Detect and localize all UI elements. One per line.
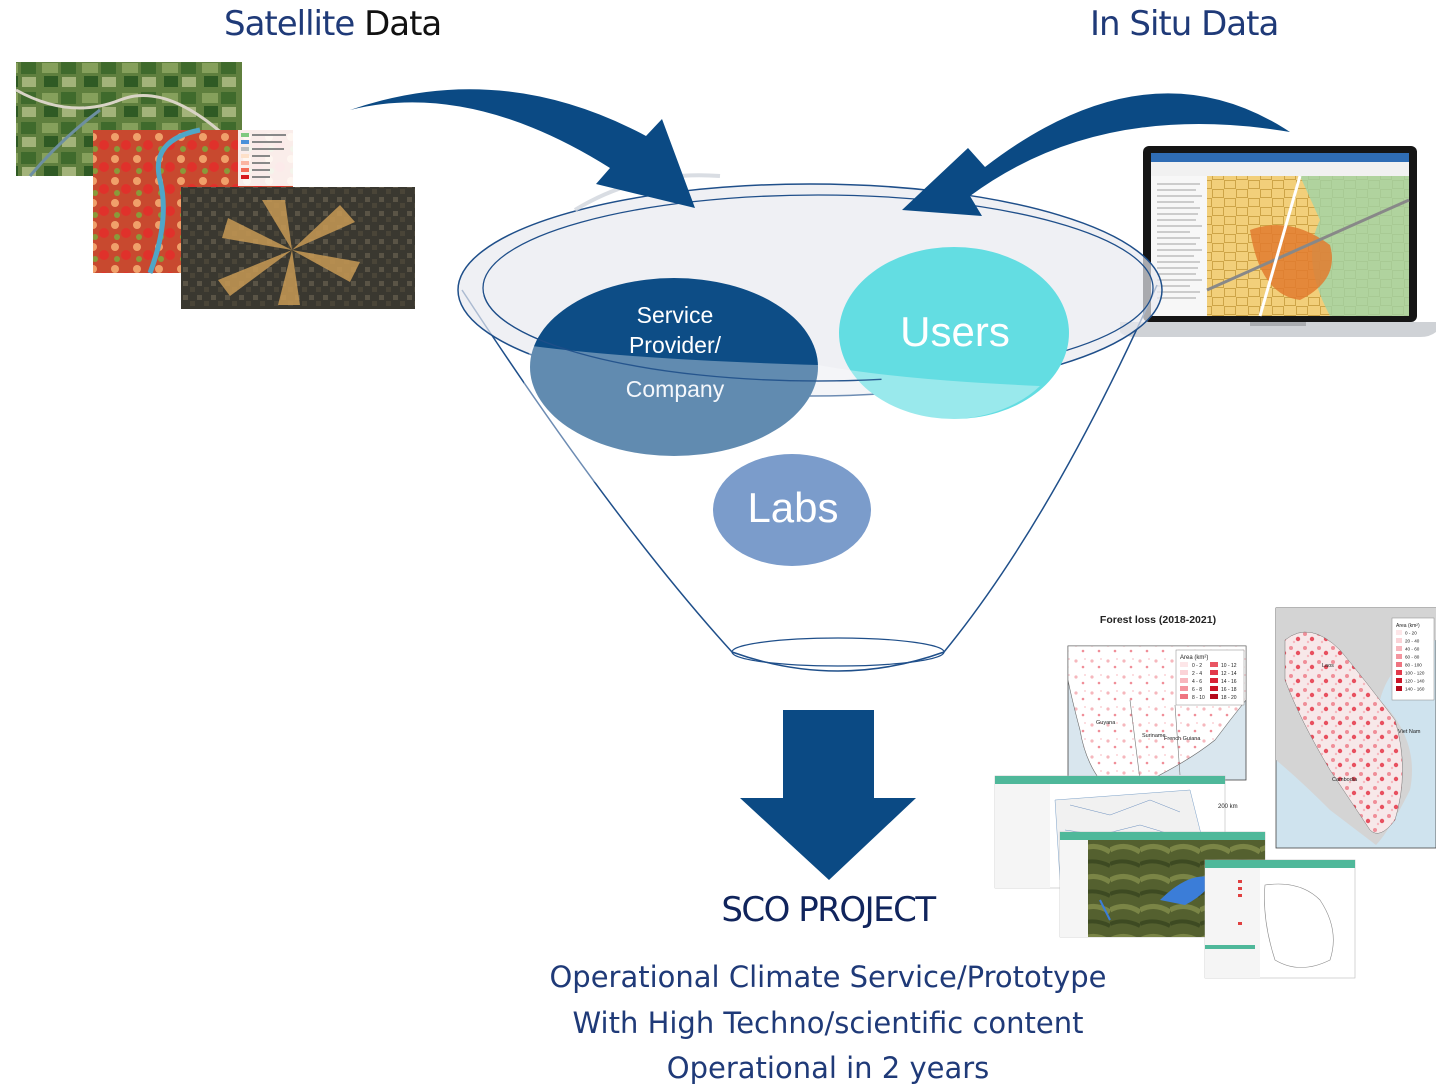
description-line-2: With High Techno/scientific content bbox=[572, 1006, 1084, 1040]
service-provider-bubble bbox=[530, 278, 818, 456]
forest-legend-label-r5: 18 - 20 bbox=[1221, 695, 1237, 701]
service-provider-line2: Provider/ bbox=[628, 332, 722, 358]
laptop-base bbox=[1120, 322, 1436, 337]
forest-legend-label-r3: 14 - 16 bbox=[1221, 679, 1237, 685]
satellite-arrow bbox=[350, 89, 695, 208]
service-provider-label: Service Provider/ Company bbox=[580, 300, 770, 404]
laos-legend-label-2: 20 - 40 bbox=[1405, 639, 1420, 644]
laos-legend-label-4: 60 - 80 bbox=[1405, 655, 1420, 660]
heat-map-legend bbox=[238, 130, 293, 186]
laos-legend-label-5: 80 - 100 bbox=[1405, 663, 1422, 668]
description-line-1: Operational Climate Service/Prototype bbox=[549, 960, 1107, 994]
laos-legend-label-3: 40 - 60 bbox=[1405, 647, 1420, 652]
forest-legend-label-r1: 10 - 12 bbox=[1221, 663, 1237, 669]
service-provider-line3: Company bbox=[625, 376, 725, 402]
laos-legend-label-1: 0 - 20 bbox=[1405, 631, 1417, 636]
down-arrow bbox=[740, 710, 916, 880]
city-image bbox=[181, 187, 415, 309]
web-app-screenshots: 200 km bbox=[994, 775, 1356, 979]
forest-legend-label-l3: 4 - 6 bbox=[1192, 679, 1202, 685]
laos-vietnam-map: Area (km²) 0 - 20 20 - 40 40 - 60 60 - 8… bbox=[1275, 607, 1436, 849]
forest-legend-label-r4: 16 - 18 bbox=[1221, 687, 1237, 693]
forest-legend-label-l1: 0 - 2 bbox=[1192, 663, 1202, 669]
funnel-body bbox=[461, 284, 1158, 672]
laos-legend-label-8: 140 - 160 bbox=[1405, 687, 1425, 692]
region-cambodia: Cambodia bbox=[1332, 777, 1358, 783]
radial-city-pattern bbox=[218, 200, 360, 305]
satellite-images bbox=[15, 62, 415, 309]
funnel-top-front-edge bbox=[482, 194, 1154, 382]
description-line-3: Operational in 2 years bbox=[666, 1051, 990, 1085]
laptop bbox=[1120, 146, 1436, 337]
funnel-bottom-rim bbox=[731, 637, 945, 667]
forest-map-title: Forest loss (2018-2021) bbox=[1100, 614, 1216, 626]
forest-legend-label-l4: 6 - 8 bbox=[1192, 687, 1202, 693]
satellite-data-heading: Satellite Data bbox=[224, 4, 442, 44]
satellite-heading-word: Satellite bbox=[224, 4, 355, 44]
laos-legend-title: Area (km²) bbox=[1396, 623, 1420, 629]
region-guyana: Guyana bbox=[1096, 720, 1116, 726]
forest-legend-label-l2: 2 - 4 bbox=[1192, 671, 1202, 677]
forest-loss-map: Forest loss (2018-2021) Area (km²) 0 - 2… bbox=[1067, 614, 1247, 781]
laos-legend-label-7: 120 - 140 bbox=[1405, 679, 1425, 684]
laos-scale-label: 200 km bbox=[1218, 804, 1238, 810]
sco-project-title: SCO PROJECT bbox=[721, 890, 936, 930]
service-provider-line1: Service bbox=[636, 302, 714, 328]
region-suriname: Suriname bbox=[1142, 733, 1166, 739]
insitu-arrow bbox=[902, 93, 1290, 216]
labs-bubble bbox=[713, 454, 871, 566]
forest-legend-label-r2: 12 - 14 bbox=[1221, 671, 1237, 677]
forest-legend-label-l5: 8 - 10 bbox=[1192, 695, 1205, 701]
satellite-heading-data-word: Data bbox=[364, 4, 442, 44]
region-french-guiana: French Guiana bbox=[1164, 736, 1201, 742]
users-bubble bbox=[839, 247, 1069, 419]
users-label: Users bbox=[900, 308, 1010, 355]
region-laos: Laos bbox=[1322, 663, 1334, 669]
laos-legend-label-6: 100 - 120 bbox=[1405, 671, 1425, 676]
forest-legend-title: Area (km²) bbox=[1180, 655, 1208, 661]
labs-label: Labs bbox=[747, 484, 839, 531]
region-viet-nam: Viet Nam bbox=[1398, 729, 1421, 735]
insitu-data-heading: In Situ Data bbox=[1090, 4, 1279, 44]
